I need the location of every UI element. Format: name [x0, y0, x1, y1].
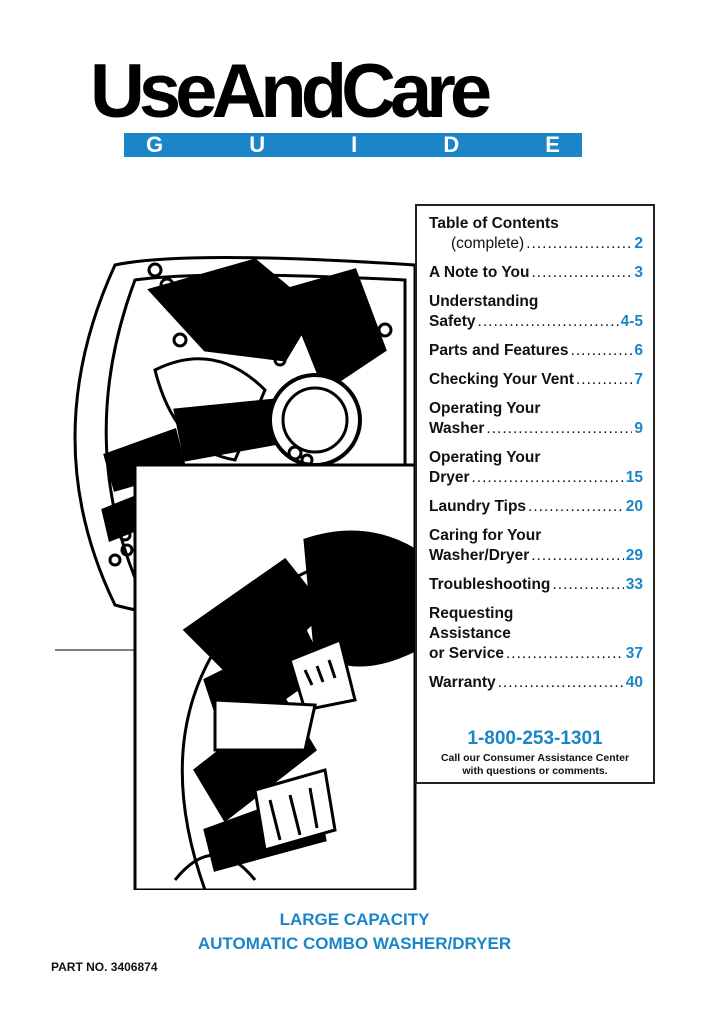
toc-entry-label: Checking Your Vent	[429, 371, 574, 388]
toc-entry-line: Assistance	[429, 625, 511, 642]
toc-entry-label: Washer	[429, 420, 485, 437]
phone-note: Call our Consumer Assistance Center with…	[417, 752, 653, 778]
toc-entry-page: 20	[625, 498, 643, 515]
guide-letter: E	[545, 132, 560, 157]
phone-number: 1-800-253-1301	[467, 728, 603, 749]
toc-entry: Checking Your Vent 7	[429, 370, 643, 390]
phone-note-line: Call our Consumer Assistance Center	[440, 752, 630, 764]
toc-entry-line: Operating Your	[429, 400, 541, 417]
toc-entry: Laundry Tips 20	[429, 497, 643, 517]
toc-leader	[506, 644, 624, 664]
guide-letter: D	[443, 132, 460, 157]
toc-leader	[472, 468, 624, 488]
toc-leader	[478, 312, 619, 332]
toc-entry-label: Troubleshooting	[429, 576, 551, 593]
toc-entry-label: (complete)	[451, 235, 525, 252]
toc-leader	[552, 575, 623, 595]
toc-entry: Requesting Assistance or Service 37	[429, 604, 643, 664]
toc-entry-label: Warranty	[429, 674, 496, 691]
toc-entry-line: Operating Your	[429, 449, 541, 466]
toc-leader	[498, 673, 624, 693]
toc-entry: A Note to You 3	[429, 263, 643, 283]
toc-entry-complete: (complete) 2	[429, 234, 643, 254]
guide-letter: U	[249, 132, 266, 157]
product-subtitle: AUTOMATIC COMBO WASHER/DRYER	[197, 934, 512, 953]
part-number: PART NO. 3406874	[51, 960, 158, 974]
toc-heading: Table of Contents (complete) 2	[429, 214, 643, 254]
toc-entry-label: Parts and Features	[429, 342, 569, 359]
toc-heading-text: Table of Contents	[429, 215, 559, 232]
toc-entry-label: or Service	[429, 645, 504, 662]
toc-entry-page: 33	[625, 576, 643, 593]
toc-entry-label: Laundry Tips	[429, 498, 527, 515]
toc-entry: Parts and Features 6	[429, 341, 643, 361]
toc-entry-page: 7	[634, 371, 643, 388]
toc-leader	[571, 341, 633, 361]
guide-letter: I	[351, 132, 358, 157]
guide-banner: G U I D E	[124, 133, 582, 157]
laundry-illustration	[55, 256, 417, 890]
toc-leader	[531, 546, 624, 566]
toc-entry-page: 2	[634, 235, 643, 252]
table-of-contents: Table of Contents (complete) 2 A Note to…	[415, 204, 655, 784]
toc-entry-page: 6	[634, 342, 643, 359]
toc-leader	[528, 497, 624, 517]
toc-entry-page: 29	[625, 547, 643, 564]
toc-entry-page: 4-5	[620, 313, 643, 330]
toc-entry-page: 9	[634, 420, 643, 437]
toc-entry-label: A Note to You	[429, 264, 530, 281]
toc-entry: Troubleshooting 33	[429, 575, 643, 595]
toc-entry-page: 15	[625, 469, 643, 486]
toc-leader	[531, 263, 632, 283]
toc-entry: Understanding Safety 4-5	[429, 292, 643, 332]
toc-entry-page: 3	[634, 264, 643, 281]
product-subtitle: LARGE CAPACITY	[279, 910, 430, 929]
toc-entry-page: 37	[625, 645, 643, 662]
toc-entry: Operating Your Dryer 15	[429, 448, 643, 488]
toc-entry: Caring for Your Washer/Dryer 29	[429, 526, 643, 566]
toc-leader	[526, 234, 632, 254]
toc-leader	[576, 370, 632, 390]
toc-entry-line: Requesting	[429, 605, 514, 622]
guide-title: UseAndCare	[90, 49, 492, 134]
toc-entry-line: Understanding	[429, 293, 539, 310]
toc-entry-line: Caring for Your	[429, 527, 542, 544]
toc-entry-label: Safety	[429, 313, 476, 330]
toc-entry: Warranty 40	[429, 673, 643, 693]
toc-entry: Operating Your Washer 9	[429, 399, 643, 439]
phone-note-line: with questions or comments.	[462, 765, 608, 777]
toc-entry-label: Washer/Dryer	[429, 547, 530, 564]
toc-leader	[486, 419, 632, 439]
toc-entry-label: Dryer	[429, 469, 470, 486]
toc-entry-page: 40	[625, 674, 643, 691]
guide-letter: G	[146, 132, 164, 157]
